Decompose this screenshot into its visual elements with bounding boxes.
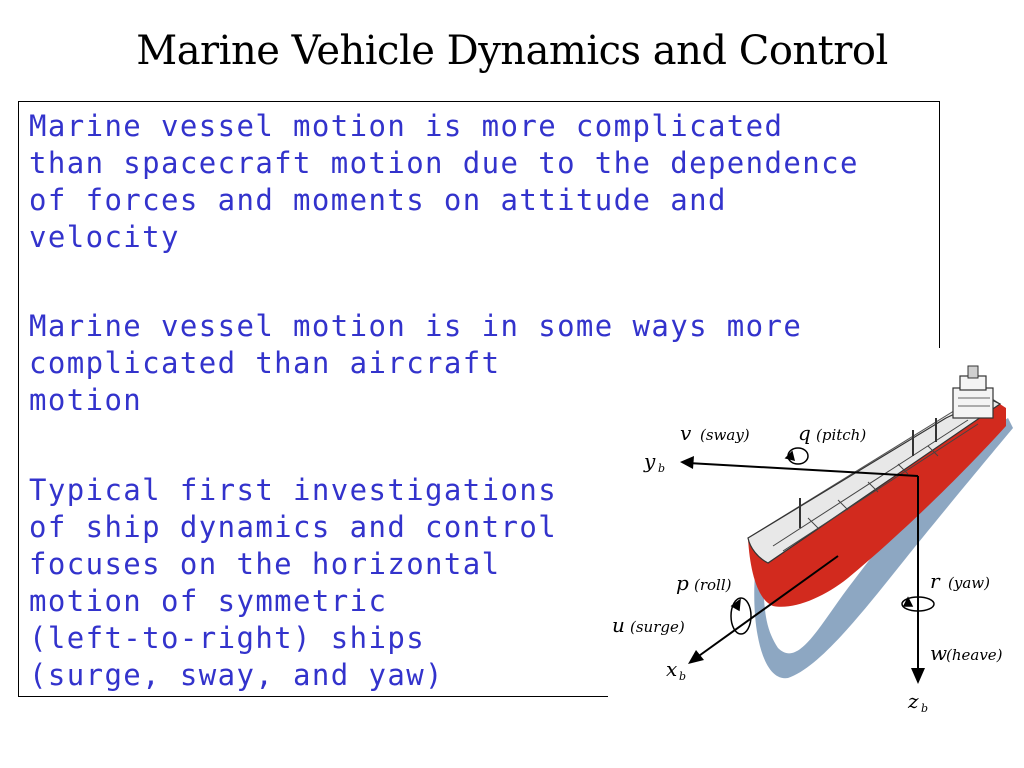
x-axis-arrow xyxy=(688,555,839,664)
label-sway: (sway) xyxy=(700,426,750,444)
label-x-sub: b xyxy=(679,670,686,683)
text-line: of forces and moments on attitude and xyxy=(29,183,727,217)
paragraph-horizontal-motion: Typical first investigations of ship dyn… xyxy=(29,472,557,694)
label-q: q xyxy=(798,421,811,445)
text-line: Marine vessel motion is in some ways mor… xyxy=(29,309,803,343)
text-line: Typical first investigations xyxy=(29,473,558,507)
label-u: u xyxy=(612,613,625,637)
ship-hull-red xyxy=(748,393,1006,607)
text-line: complicated than aircraft xyxy=(29,346,501,380)
text-line: (surge, sway, and yaw) xyxy=(29,658,444,692)
slide-title: Marine Vehicle Dynamics and Control xyxy=(136,28,888,74)
ship-superstructure xyxy=(952,365,994,419)
roll-rotation-icon xyxy=(730,597,752,635)
paragraph-aircraft-comparison: Marine vessel motion is in some ways mor… xyxy=(29,308,802,419)
ship-masts xyxy=(799,418,937,528)
label-r: r xyxy=(930,569,941,593)
label-roll: (roll) xyxy=(694,576,732,594)
label-y-sub: b xyxy=(658,462,665,475)
text-line: of ship dynamics and control xyxy=(29,510,558,544)
text-line: motion xyxy=(29,383,143,417)
ship-axes-diagram: v (sway) q (pitch) y b p (roll) r (yaw) … xyxy=(608,348,1024,768)
text-line: motion of symmetric xyxy=(29,584,388,618)
ship-diagram-svg: v (sway) q (pitch) y b p (roll) r (yaw) … xyxy=(612,365,1013,715)
label-pitch: (pitch) xyxy=(816,426,866,444)
label-p: p xyxy=(676,571,689,595)
z-axis-arrow xyxy=(911,476,925,684)
label-v: v xyxy=(680,421,692,445)
label-z-sub: b xyxy=(921,702,928,715)
text-line: than spacecraft motion due to the depend… xyxy=(29,146,859,180)
text-line: Marine vessel motion is more complicated xyxy=(29,109,784,143)
label-yaw: (yaw) xyxy=(948,574,990,592)
label-w: w xyxy=(930,641,947,665)
paragraph-spacecraft-comparison: Marine vessel motion is more complicated… xyxy=(29,108,859,256)
label-x: x xyxy=(666,657,677,681)
label-surge: (surge) xyxy=(630,618,685,636)
label-heave: (heave) xyxy=(946,646,1003,664)
label-z: z xyxy=(907,689,919,713)
text-line: focuses on the horizontal xyxy=(29,547,501,581)
text-line: velocity xyxy=(29,220,180,254)
y-axis-arrow xyxy=(680,456,919,477)
yaw-rotation-icon xyxy=(901,596,935,612)
pitch-rotation-icon xyxy=(784,447,809,465)
text-line: (left-to-right) ships xyxy=(29,621,426,655)
label-y: y xyxy=(643,449,656,473)
